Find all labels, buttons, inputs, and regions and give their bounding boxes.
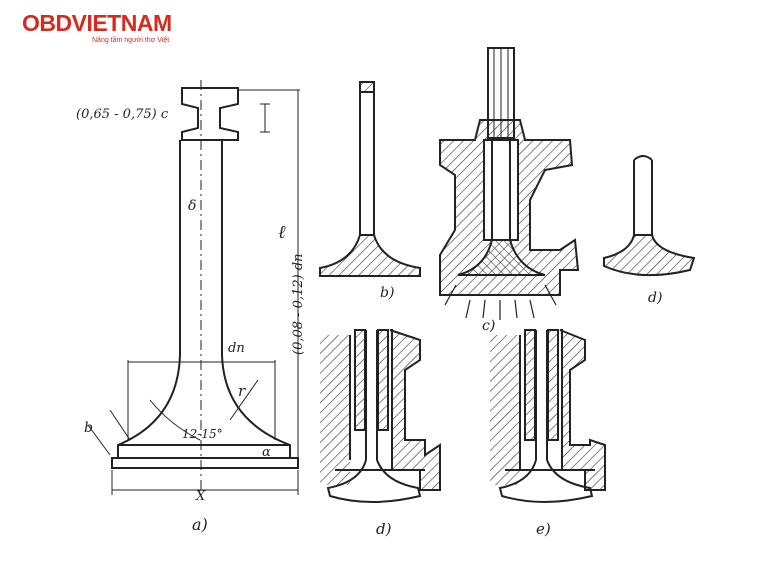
figure-d-bottom-section — [320, 329, 441, 503]
figure-a-dimensions — [87, 89, 300, 495]
brand-logo[interactable]: OBDVIETNAM Nâng tầm người thợ Việt — [22, 10, 197, 50]
figure-b-caption: b) — [380, 285, 394, 301]
figure-e-caption: e) — [536, 520, 551, 538]
figure-d-bottom-caption: d) — [376, 520, 392, 538]
figure-d-top-valve — [603, 155, 696, 277]
logo-tagline: Nâng tầm người thợ Việt — [92, 37, 170, 44]
figure-c-caption: c) — [482, 318, 495, 334]
radius-label: r — [238, 382, 246, 400]
valve-diameter-label: X — [195, 489, 206, 504]
figure-a-caption: a) — [192, 515, 208, 534]
face-angle-label: α — [262, 445, 271, 460]
seat-angle-label: 12-15° — [182, 427, 223, 441]
figure-c-section — [439, 47, 580, 320]
figure-e-section — [490, 329, 606, 503]
stem-length-label: ℓ — [278, 222, 286, 243]
stem-diameter-label: δ — [188, 198, 196, 214]
collar-dimension-label: (0,65 - 0,75) c — [76, 107, 169, 122]
head-diameter-label: dn — [228, 341, 245, 356]
head-ratio-label: (0,08 - 0,12) dn — [291, 253, 306, 355]
figure-b-valve — [319, 81, 421, 277]
figure-a-valve — [111, 80, 299, 500]
figure-d-top-caption: d) — [648, 290, 662, 306]
seat-width-label: b — [84, 420, 93, 436]
logo-wordmark: OBDVIETNAM — [22, 10, 172, 36]
